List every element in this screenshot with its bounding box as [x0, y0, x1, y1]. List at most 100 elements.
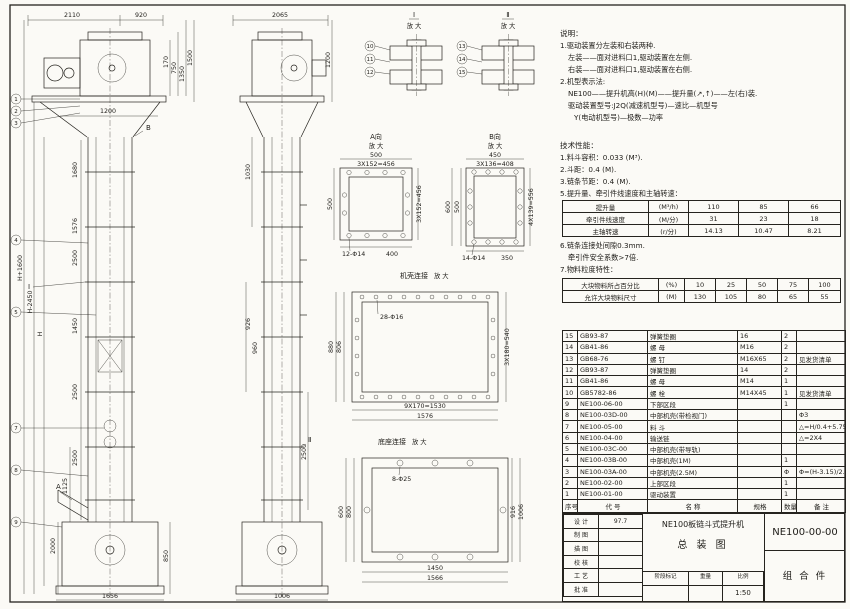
- table-cell: Φ3: [796, 409, 846, 422]
- dim-shell-holes: 28-Φ16: [380, 314, 403, 321]
- dim-front-920: 920: [135, 12, 147, 19]
- table-cell: 中部机壳(带检视门): [647, 409, 738, 422]
- dim-front-2500b: 2500: [72, 384, 79, 400]
- table-cell: 9: [562, 397, 578, 411]
- table-cell: 1: [562, 488, 578, 501]
- stage-value: [643, 586, 689, 602]
- table-cell: 6: [562, 431, 578, 444]
- balloon-7: 7: [14, 426, 18, 432]
- table-cell: 80: [746, 290, 778, 303]
- section-mark-i: Ⅰ: [28, 283, 30, 291]
- table-cell: 螺 母: [647, 341, 738, 354]
- table-cell: 8: [562, 409, 578, 422]
- table-cell: 16: [737, 329, 782, 343]
- dim-side-1200: 1200: [325, 52, 332, 68]
- table-cell: (M/分): [648, 212, 689, 225]
- table-cell: NE100-06-00: [577, 397, 648, 411]
- table-cell: 2: [781, 352, 797, 365]
- tech-item: 2.斗距：0.4 (M).: [560, 165, 617, 174]
- dim-front-h1600: H+1600: [17, 255, 24, 281]
- table-cell: [796, 375, 846, 388]
- dim-b-408-top: 3X136=408: [476, 161, 514, 168]
- detail-a-sublabel: 放 大: [369, 141, 384, 150]
- note-line: 驱动装置型号:J2Q(减速机型号)—速比—机型号: [568, 101, 718, 110]
- note-line: 左装——面对进料口1,驱动装置在左侧.: [568, 53, 693, 62]
- table-cell: 料 斗: [647, 420, 738, 433]
- table-cell: [737, 442, 782, 456]
- bom-header-no: 序号: [562, 499, 578, 514]
- dim-base-holes: 8-Φ25: [392, 476, 411, 483]
- table-cell: 1: [781, 386, 797, 399]
- table-cell: 主轴转速: [562, 224, 649, 237]
- table-cell: 中部机壳(2.5M): [647, 465, 738, 478]
- table-cell: 97.7: [598, 514, 643, 529]
- table-cell: [598, 581, 643, 597]
- dim-front-850: 850: [163, 550, 170, 562]
- balloon-13: 13: [459, 44, 466, 50]
- tech-note: 7.物料粒度特性：: [560, 265, 618, 274]
- view-mark-a: A: [56, 483, 61, 491]
- table-cell: M14: [737, 375, 782, 388]
- dim-front-1125: 1125: [62, 478, 69, 494]
- table-cell: 弹簧垫圈: [647, 329, 738, 343]
- detail-a-view: A向 放 大 500 3X152=456 500 3X152=456 400 1…: [327, 132, 423, 258]
- balloon-15: 15: [459, 70, 466, 76]
- detail-b-sublabel: 放 大: [488, 141, 503, 150]
- table-cell: 11: [562, 375, 578, 388]
- balloon-14: 14: [459, 57, 466, 63]
- balloon-9: 9: [14, 520, 18, 526]
- tech-note: 牵引件安全系数>7倍.: [568, 253, 639, 262]
- table-cell: 13: [562, 352, 578, 365]
- side-elevation-view: 2065 1200 1030 926 960 2500 Ⅱ: [232, 12, 333, 601]
- table-cell: 25: [715, 278, 747, 291]
- balloon-5: 5: [14, 310, 18, 316]
- table-cell: NE100-01-00: [577, 488, 648, 501]
- table-cell: 上部区段: [647, 476, 738, 490]
- detail-i-sublabel: 放 大: [407, 21, 422, 30]
- detail-a-label: A向: [370, 132, 382, 141]
- table-cell: △=2X4: [796, 431, 846, 444]
- table-cell: [598, 568, 643, 583]
- dim-front-1680: 1680: [72, 162, 79, 178]
- table-cell: 130: [684, 290, 716, 303]
- table-cell: (M): [658, 290, 685, 303]
- balloon-8: 8: [14, 468, 18, 474]
- dim-base-1006: 1006: [518, 504, 525, 520]
- tech-notes-block: 6.链条连接处间隙0.3mm. 牵引件安全系数>7倍. 7.物料粒度特性：: [560, 240, 845, 276]
- table-cell: [598, 541, 643, 556]
- dim-base-1450: 1450: [427, 565, 443, 572]
- scale-strip: 阶段标记 重量 比例 1:50: [642, 571, 764, 602]
- table-cell: 18: [788, 212, 841, 225]
- table-row: 工 艺: [563, 568, 643, 583]
- detail-base-flange-view: 底座连接 放 大 8-Φ25 600 800 916 1006 1450 156…: [338, 437, 525, 583]
- table-cell: 66: [788, 200, 841, 213]
- table-row: 校 核: [563, 554, 643, 570]
- table-cell: 描 图: [563, 541, 599, 556]
- table-cell: 1: [781, 488, 797, 501]
- detail-ii-view: Ⅱ 放 大 13 14 15: [456, 11, 535, 96]
- table-cell: 105: [715, 290, 747, 303]
- dim-a-holes: 12-Φ14: [342, 251, 365, 258]
- dim-base-1566: 1566: [427, 575, 443, 582]
- note-line: Y(电动机型号)—极数—功率: [574, 113, 664, 122]
- notes-title: 说明：: [560, 29, 583, 38]
- part-balloons-front: 1 2 3 4 5 7 8 9: [10, 93, 104, 528]
- table-cell: 驱动装置: [647, 488, 738, 501]
- detail-i-label: Ⅰ: [413, 11, 415, 19]
- table-cell: (r/分): [648, 224, 689, 237]
- table-cell: 2: [781, 341, 797, 354]
- balloon-2: 2: [14, 109, 18, 115]
